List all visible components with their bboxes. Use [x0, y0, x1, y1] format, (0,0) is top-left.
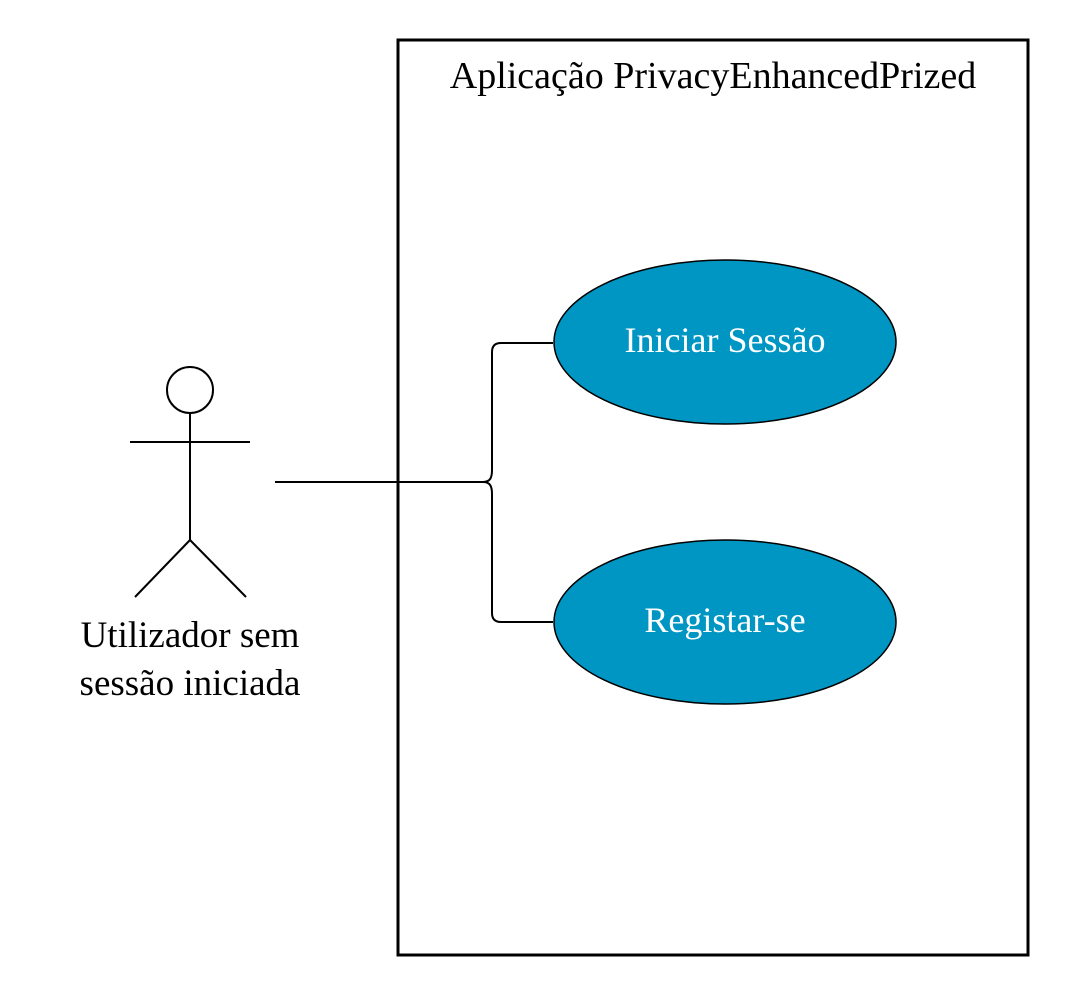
actor-name: Utilizador sem sessão iniciada: [79, 615, 301, 704]
actor-figure: [130, 366, 250, 598]
system-boundary: [396, 38, 1030, 957]
use-case-label-iniciar-sessao: Iniciar Sessão: [624, 320, 826, 360]
use-case-iniciar-sessao[interactable]: [553, 259, 897, 425]
association-connector: [275, 342, 553, 623]
actor-head: [166, 366, 214, 414]
actor-left-leg: [134, 539, 191, 598]
system-title: Aplicação PrivacyEnhancedPrized: [449, 55, 977, 97]
use-case-label-registar-se: Registar-se: [644, 600, 806, 640]
use-case-registar-se[interactable]: [553, 539, 897, 705]
actor-right-leg: [189, 539, 247, 598]
